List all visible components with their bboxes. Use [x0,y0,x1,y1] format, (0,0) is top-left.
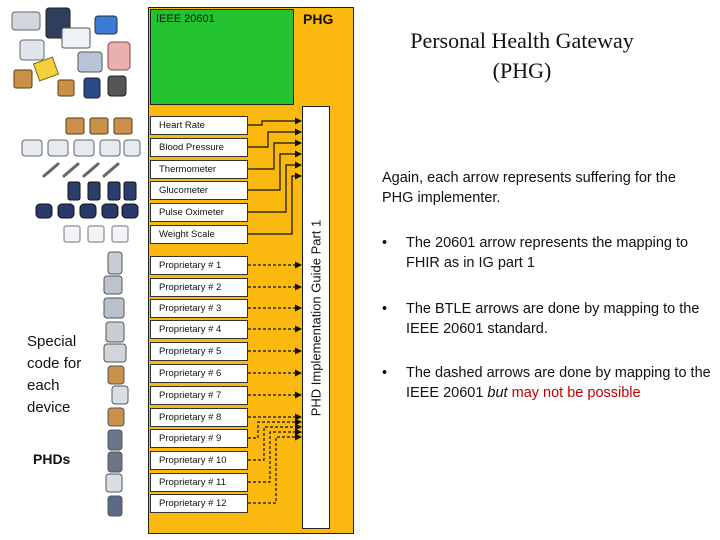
special-code-label: Special code for each device [27,333,82,416]
page-title: Personal Health Gateway (PHG) [372,26,672,86]
protocol-glucometer: Glucometer [150,181,248,200]
protocol-proprietary-6: Proprietary # 6 [150,364,248,383]
bullet-btle-arrows: • The BTLE arrows are done by mapping to… [382,299,712,339]
ieee-20601-label: IEEE 20601 [156,13,215,25]
intro-note: Again, each arrow represents suffering f… [382,170,676,206]
bullet-marker: • [382,301,388,317]
protocol-proprietary-10: Proprietary # 10 [150,451,248,470]
phds-label: PHDs [33,451,71,467]
protocol-heart-rate: Heart Rate [150,116,248,135]
bullet-20601-arrow: • The 20601 arrow represents the mapping… [382,233,712,273]
protocol-proprietary-2: Proprietary # 2 [150,278,248,297]
bullet-dashed-arrows: • The dashed arrows are done by mapping … [382,363,712,403]
protocol-thermometer: Thermometer [150,160,248,179]
bullet-marker: • [382,235,388,251]
protocol-proprietary-11: Proprietary # 11 [150,473,248,492]
bullet-text: The dashed arrows are done by mapping to… [406,363,712,403]
protocol-proprietary-8: Proprietary # 8 [150,408,248,427]
protocol-proprietary-1: Proprietary # 1 [150,256,248,275]
bullet-text: The 20601 arrow represents the mapping t… [406,235,689,271]
device-icons-collage [11,7,141,517]
ieee-20601-box [150,9,294,105]
protocol-proprietary-3: Proprietary # 3 [150,299,248,318]
bullet-text-italic: but [487,385,508,401]
protocol-weight-scale: Weight Scale [150,225,248,244]
protocol-pulse-oximeter: Pulse Oximeter [150,203,248,222]
bullet-text-start: The dashed arrows are done by mapping to… [406,365,711,401]
protocol-proprietary-4: Proprietary # 4 [150,320,248,339]
implementation-guide-bar [302,106,330,529]
page-title-line2: (PHG) [492,58,552,83]
protocol-proprietary-9: Proprietary # 9 [150,429,248,448]
protocol-blood-pressure: Blood Pressure [150,138,248,157]
protocol-proprietary-7: Proprietary # 7 [150,386,248,405]
bullet-marker: • [382,365,388,381]
page-title-line1: Personal Health Gateway [410,28,634,53]
protocol-proprietary-12: Proprietary # 12 [150,494,248,513]
bullet-text: The BTLE arrows are done by mapping to t… [406,301,700,337]
protocol-proprietary-5: Proprietary # 5 [150,342,248,361]
phg-label: PHG [303,11,334,27]
device-cluster-icon [11,7,131,99]
bullet-text-warning: may not be possible [507,385,641,401]
